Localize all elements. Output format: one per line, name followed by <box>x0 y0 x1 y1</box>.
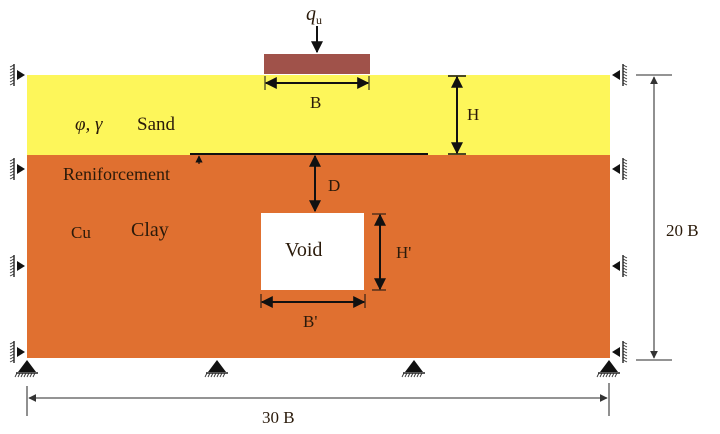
left-roller-support-1 <box>9 158 25 180</box>
footing-width-dimension <box>264 76 370 90</box>
bottom-pin-support-3 <box>596 360 620 378</box>
sand-params-label: φ, γ <box>75 114 103 135</box>
sand-layer <box>27 75 610 155</box>
left-roller-support-3 <box>9 341 25 363</box>
sand-thickness-dimension <box>448 75 466 155</box>
bottom-pin-support-0 <box>14 360 38 378</box>
footing-width-label: B <box>310 93 321 112</box>
domain-width-label: 30 B <box>262 408 295 427</box>
sand-label: Sand <box>137 114 176 135</box>
clay-param-label: Cu <box>71 223 91 242</box>
sand-thickness-label: H <box>467 105 479 124</box>
right-roller-support-2 <box>612 255 628 277</box>
domain-height-label: 20 B <box>666 221 699 240</box>
bottom-pin-support-2 <box>401 360 425 378</box>
left-roller-support-2 <box>9 255 25 277</box>
bottom-pin-support-1 <box>204 360 228 378</box>
left-roller-support-0 <box>9 64 25 86</box>
domain-height-dimension <box>636 74 672 361</box>
right-roller-support-0 <box>612 64 628 86</box>
load-label: qu <box>306 3 322 27</box>
void-height-dimension <box>372 213 386 291</box>
void-width-label: B' <box>303 312 317 331</box>
void-height-label: H' <box>396 243 411 262</box>
reinforcement-depth-label: D <box>328 176 340 195</box>
domain-width-dimension <box>26 383 610 416</box>
boundary-supports <box>9 64 628 378</box>
void <box>261 213 364 290</box>
clay-label: Clay <box>131 219 169 241</box>
right-roller-support-3 <box>612 341 628 363</box>
right-roller-support-1 <box>612 158 628 180</box>
void-width-dimension <box>260 294 366 308</box>
reinforcement-label: Reniforcement <box>63 164 170 184</box>
footing <box>264 54 370 74</box>
void-label: Void <box>285 239 322 261</box>
